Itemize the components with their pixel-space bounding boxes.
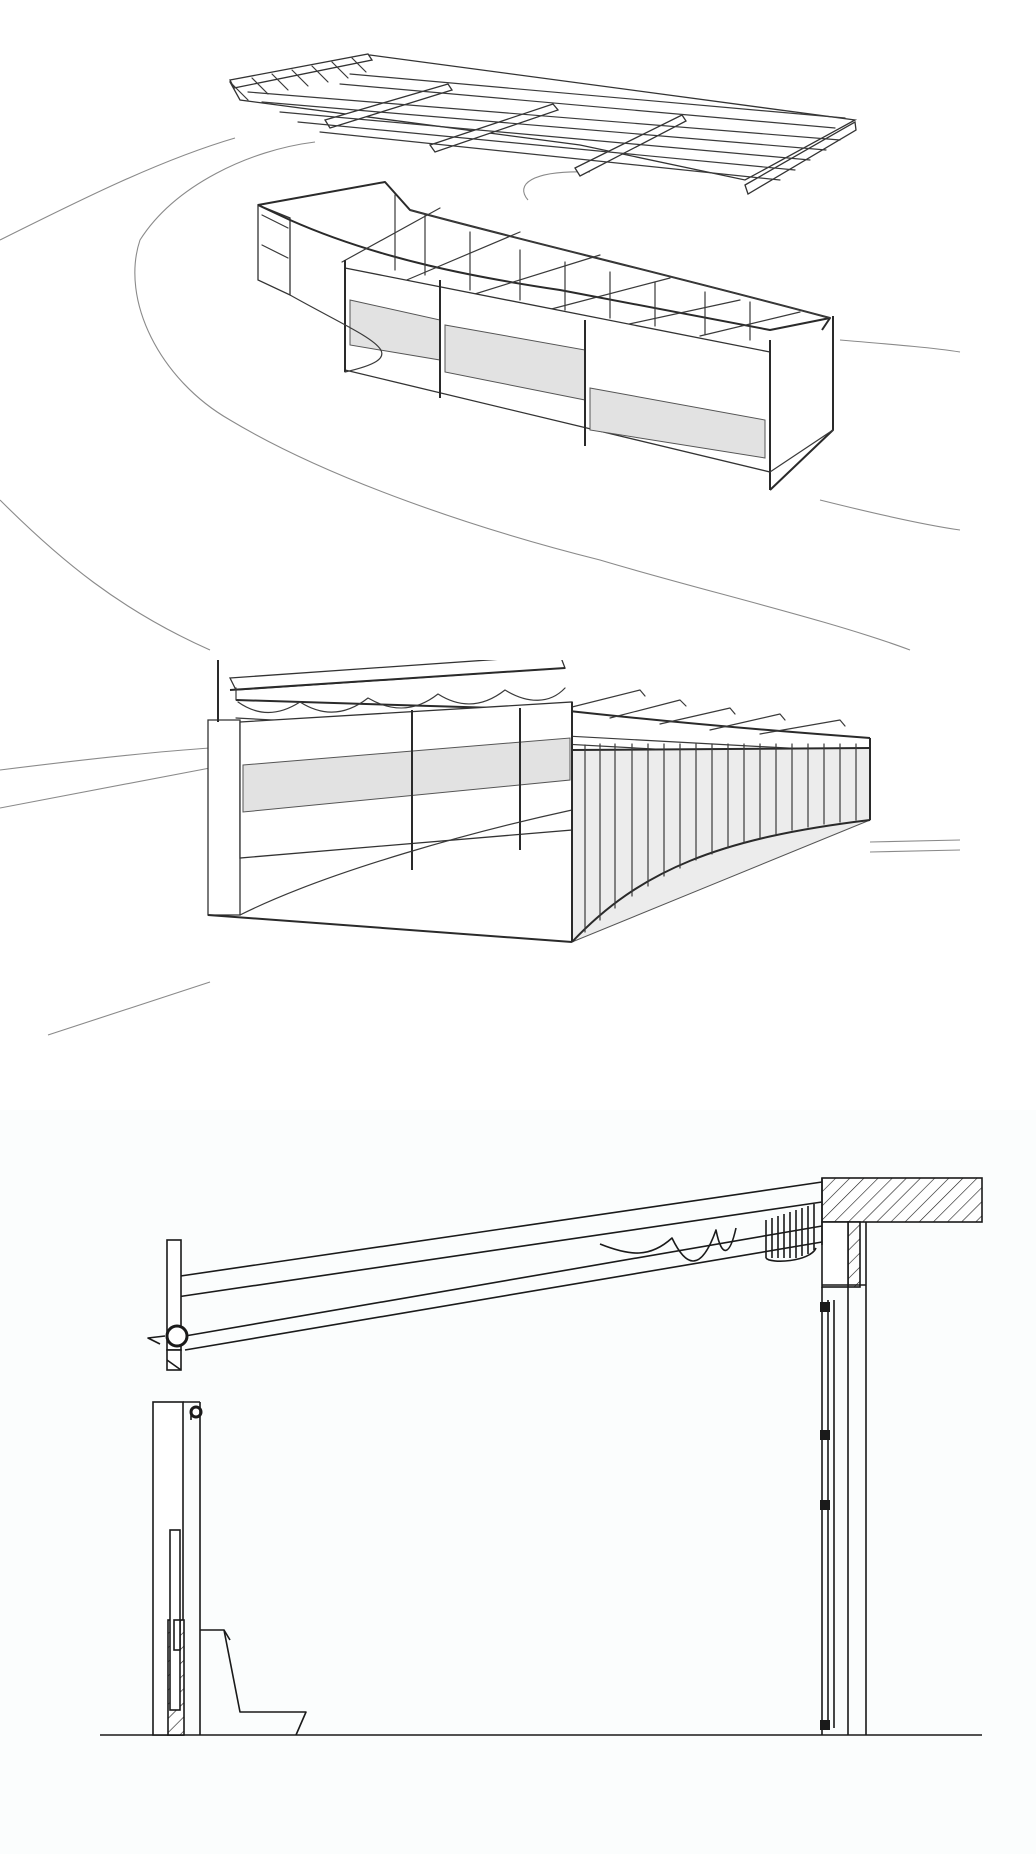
- site-road-lines: [0, 747, 961, 1036]
- sloped-canopy-beams: [166, 1178, 823, 1351]
- pavilion-perspective: [207, 660, 871, 943]
- roof-slats: [247, 73, 846, 181]
- site-road-lines: [0, 137, 961, 651]
- curved-glazed-facade: [571, 743, 871, 943]
- exploded-axonometric-view: [0, 0, 1036, 660]
- perspective-view: [0, 660, 1036, 1080]
- retracted-shade-fabric: [599, 1204, 817, 1262]
- left-mast-post: [166, 1239, 182, 1371]
- section-view: [0, 1080, 1036, 1854]
- rear-glazing: [394, 194, 831, 341]
- bench-section: [200, 1629, 307, 1736]
- left-wall-section: [152, 1401, 201, 1736]
- roller-drum-icon: [165, 1324, 189, 1348]
- glazed-door-frame: [820, 1284, 866, 1735]
- pavilion-structure: [257, 181, 834, 491]
- exploded-roof-panel: [228, 53, 858, 195]
- roof-slab-hatched: [821, 1177, 983, 1223]
- canopy-section: [100, 1177, 983, 1736]
